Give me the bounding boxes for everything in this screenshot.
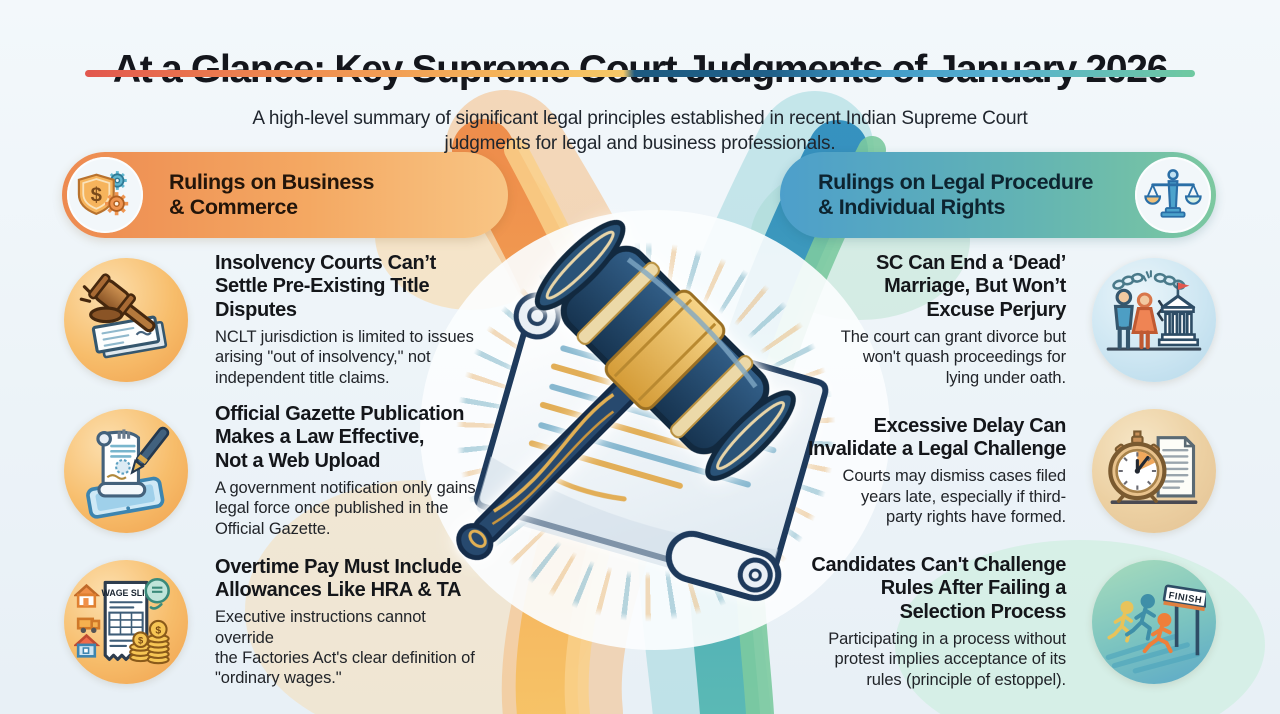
item-delay: Excessive Delay Can Invalidate a Legal C… xyxy=(776,398,1216,544)
item-estoppel: Candidates Can't Challenge Rules After F… xyxy=(776,548,1216,696)
item-body: The court can grant divorce but won't qu… xyxy=(840,328,1066,387)
item-body: Participating in a process without prote… xyxy=(828,630,1066,689)
svg-text:$: $ xyxy=(155,625,161,636)
item-title: SC Can End a ‘Dead’ Marriage, But Won’t … xyxy=(875,251,1066,321)
page-subtitle: A high-level summary of significant lega… xyxy=(252,108,1028,155)
svg-text:$: $ xyxy=(91,185,102,207)
gavel-graphic xyxy=(456,219,796,561)
scroll-pen-tablet-icon xyxy=(64,409,188,533)
item-body: Executive instructions cannot override t… xyxy=(215,608,475,688)
item-dead-marriage: SC Can End a ‘Dead’ Marriage, But Won’t … xyxy=(776,248,1216,392)
section-header-business: $ Rulings on Business & Commerce xyxy=(62,152,508,238)
item-title: Overtime Pay Must Include Allowances Lik… xyxy=(215,555,462,601)
item-overtime: WAGE SLIP $ $ Overtime Pay Must Include … xyxy=(64,548,484,696)
item-gazette: Official Gazette Publication Makes a Law… xyxy=(64,398,484,544)
item-body: NCLT jurisdiction is limited to issues a… xyxy=(215,328,474,387)
section-header-legal: Rulings on Legal Procedure & Individual … xyxy=(780,152,1216,238)
divorce-couple-court-icon xyxy=(1092,258,1216,382)
scales-of-justice-icon xyxy=(1135,157,1211,233)
section-title-business: Rulings on Business & Commerce xyxy=(169,170,375,219)
item-title: Excessive Delay Can Invalidate a Legal C… xyxy=(807,414,1066,461)
shield-dollar-gears-icon: $ xyxy=(67,157,143,233)
race-finish-line-icon: FINISH xyxy=(1092,560,1216,684)
gavel-document-icon xyxy=(64,258,188,382)
item-title: Official Gazette Publication Makes a Law… xyxy=(215,402,465,472)
section-title-legal: Rulings on Legal Procedure & Individual … xyxy=(818,170,1094,219)
svg-text:$: $ xyxy=(138,635,144,645)
item-body: A government notification only gains leg… xyxy=(215,479,476,538)
stopwatch-document-icon xyxy=(1092,409,1216,533)
item-insolvency: Insolvency Courts Can’t Settle Pre-Exist… xyxy=(64,248,484,392)
wage-slip-coins-icon: WAGE SLIP $ $ xyxy=(64,560,188,684)
wage-slip-label: WAGE SLIP xyxy=(101,588,150,598)
item-title: Candidates Can't Challenge Rules After F… xyxy=(811,553,1066,623)
item-body: Courts may dismiss cases filed years lat… xyxy=(842,467,1067,527)
title-accent-bar xyxy=(85,70,1195,77)
item-title: Insolvency Courts Can’t Settle Pre-Exist… xyxy=(215,251,436,321)
page-title: At a Glance: Key Supreme Court Judgments… xyxy=(0,48,1280,92)
